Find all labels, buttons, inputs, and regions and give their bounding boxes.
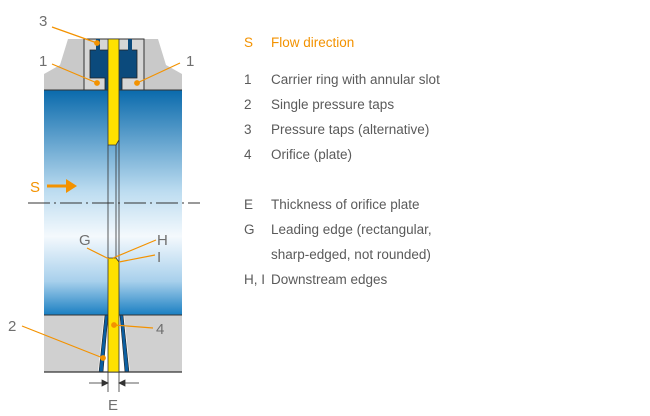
- legend-key: 4: [244, 147, 252, 162]
- label-s: S: [30, 179, 40, 196]
- legend-text: Flow direction: [271, 35, 355, 50]
- legend-key: 1: [244, 72, 252, 87]
- flange-top-left: [44, 39, 84, 90]
- legend-key: H, I: [244, 272, 266, 287]
- legend-key: E: [244, 197, 254, 212]
- legend-key: G: [244, 222, 255, 237]
- flow-arrow-head: [66, 179, 77, 193]
- legend-text: Single pressure taps: [271, 97, 395, 112]
- legend-key: 3: [244, 122, 252, 137]
- orifice-plate-upper: [107, 38, 120, 146]
- legend-key: 2: [244, 97, 252, 112]
- legend-key: S: [244, 35, 254, 50]
- orifice-plate-lower: [107, 257, 120, 373]
- leader-lines: [21, 26, 181, 361]
- legend-text: sharp-edged, not rounded): [271, 247, 431, 262]
- legend-text: Thickness of orifice plate: [271, 197, 420, 212]
- label-e: E: [108, 397, 118, 414]
- label-4: 4: [156, 321, 164, 338]
- legend-text: Leading edge (rectangular,: [271, 222, 432, 237]
- legend-text: Carrier ring with annular slot: [271, 72, 440, 87]
- label-1-right: 1: [186, 53, 194, 70]
- label-h: H: [157, 232, 168, 249]
- thickness-dimension: [89, 372, 139, 392]
- label-g: G: [79, 232, 91, 249]
- flange-top-right: [144, 39, 182, 90]
- pressure-tap-alt-right: [128, 39, 132, 51]
- label-i: I: [157, 249, 161, 266]
- legend-text: Downstream edges: [271, 272, 388, 287]
- label-2: 2: [8, 318, 16, 335]
- legend-text: Pressure taps (alternative): [271, 122, 430, 137]
- label-1-left: 1: [39, 53, 47, 70]
- legend-text: Orifice (plate): [271, 147, 353, 162]
- label-3: 3: [39, 13, 47, 30]
